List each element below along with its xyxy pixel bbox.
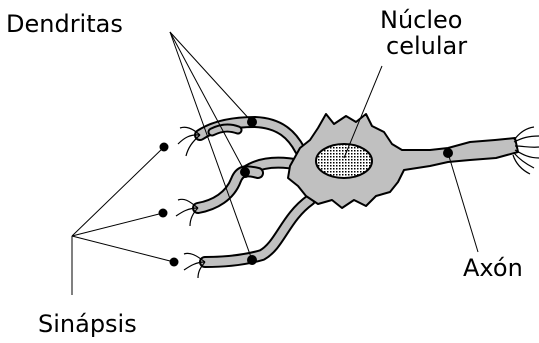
dendrites bbox=[198, 122, 310, 262]
dendritas-label: Dendritas bbox=[6, 12, 123, 36]
nucleo-label-line1: Núcleo bbox=[380, 8, 467, 32]
sinapsis-label: Sinápsis bbox=[38, 312, 137, 336]
axon-label: Axón bbox=[463, 256, 523, 280]
nucleo-label-line2: celular bbox=[386, 34, 467, 58]
nucleus bbox=[316, 144, 372, 178]
axon-terminal bbox=[513, 127, 539, 174]
nucleo-celular-label: Núcleo celular bbox=[380, 8, 467, 58]
